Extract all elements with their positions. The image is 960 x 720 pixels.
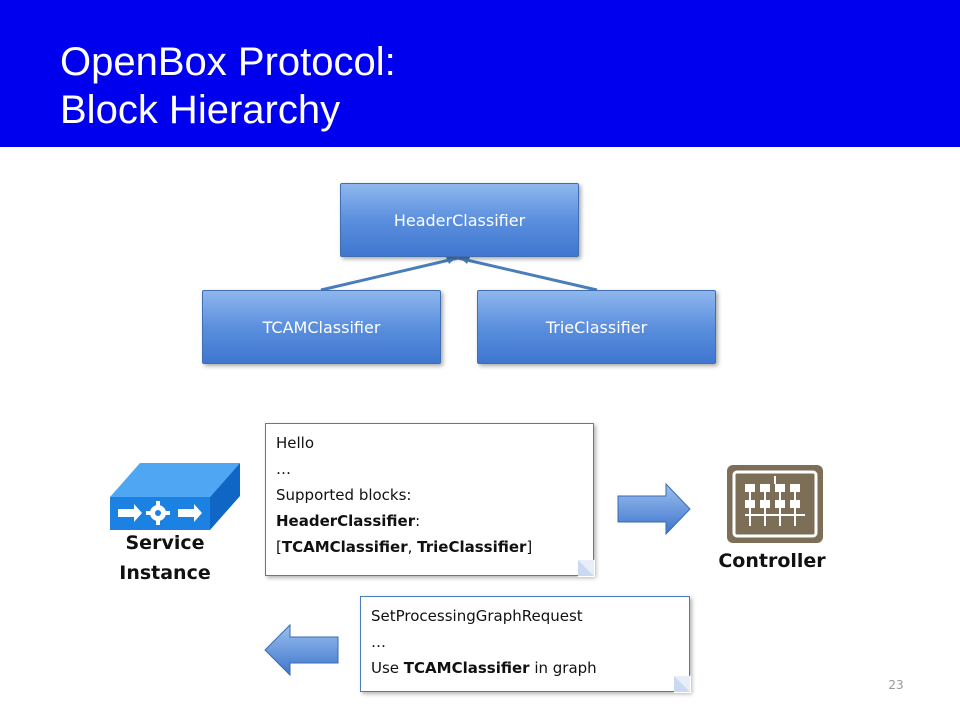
trie-classifier-block: TrieClassifier <box>477 290 716 364</box>
hello-line-5: [TCAMClassifier, TrieClassifier] <box>276 534 583 560</box>
service-instance-icon <box>110 463 240 530</box>
hello-message-note: Hello … Supported blocks: HeaderClassifi… <box>265 423 595 577</box>
connector-tcam <box>320 256 459 292</box>
hello-line-1: Hello <box>276 434 315 452</box>
request-line-1: SetProcessingGraphRequest <box>371 607 583 625</box>
service-label-line-2: Instance <box>119 562 211 584</box>
hello-tcam: TCAMClassifier <box>281 538 408 556</box>
hello-line-2: … <box>276 460 291 478</box>
hello-line-4: HeaderClassifier: <box>276 508 583 534</box>
hello-line-3: Supported blocks: <box>276 486 412 504</box>
service-label-line-1: Service <box>125 532 205 554</box>
left-arrow-icon <box>264 623 339 677</box>
comma: , <box>407 538 418 556</box>
connector-trie <box>457 256 598 292</box>
request-message-note: SetProcessingGraphRequest … Use TCAMClas… <box>360 596 691 693</box>
page-number: 23 <box>888 678 904 692</box>
slide-title: OpenBox Protocol: Block Hierarchy <box>60 38 396 134</box>
hello-colon: : <box>415 512 421 530</box>
connector-arrowhead <box>446 256 458 264</box>
tcam-classifier-block: TCAMClassifier <box>202 290 441 364</box>
title-bar: OpenBox Protocol: Block Hierarchy <box>0 0 960 147</box>
request-line-2: … <box>371 633 386 651</box>
request-use: Use <box>371 659 404 677</box>
controller-icon <box>727 465 823 543</box>
note-fold-icon-2 <box>674 676 690 692</box>
hello-header-classifier: HeaderClassifier <box>276 512 416 530</box>
right-arrow-icon <box>617 482 691 536</box>
header-classifier-block: HeaderClassifier <box>340 183 579 257</box>
connector-arrowhead-2 <box>458 256 470 264</box>
controller-label: Controller <box>718 550 826 572</box>
hello-trie: TrieClassifier <box>417 538 527 556</box>
request-line-3: Use TCAMClassifier in graph <box>371 655 679 681</box>
title-line-2: Block Hierarchy <box>60 88 341 132</box>
request-in-graph: in graph <box>529 659 597 677</box>
bracket-close: ] <box>526 538 533 556</box>
service-instance-label: Service Instance <box>100 528 230 588</box>
request-tcam: TCAMClassifier <box>403 659 530 677</box>
title-line-1: OpenBox Protocol: <box>60 40 396 84</box>
bracket-open: [ <box>276 538 282 556</box>
note-fold-icon <box>578 560 594 576</box>
